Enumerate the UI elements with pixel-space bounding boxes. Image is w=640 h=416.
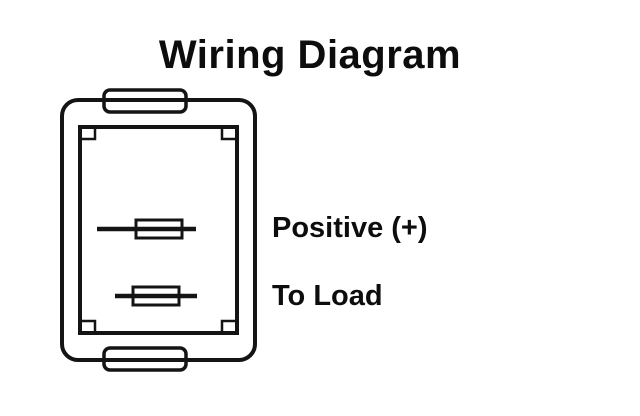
terminal-load-pin [115,285,197,307]
terminal-positive-pin [97,218,196,240]
top-tab [102,88,188,114]
inner-opening [78,125,239,335]
bottom-tab [102,346,188,372]
diagram-title: Wiring Diagram [158,33,462,77]
label-positive-terminal: Positive (+) [272,212,428,244]
label-to-load-terminal: To Load [272,280,383,312]
